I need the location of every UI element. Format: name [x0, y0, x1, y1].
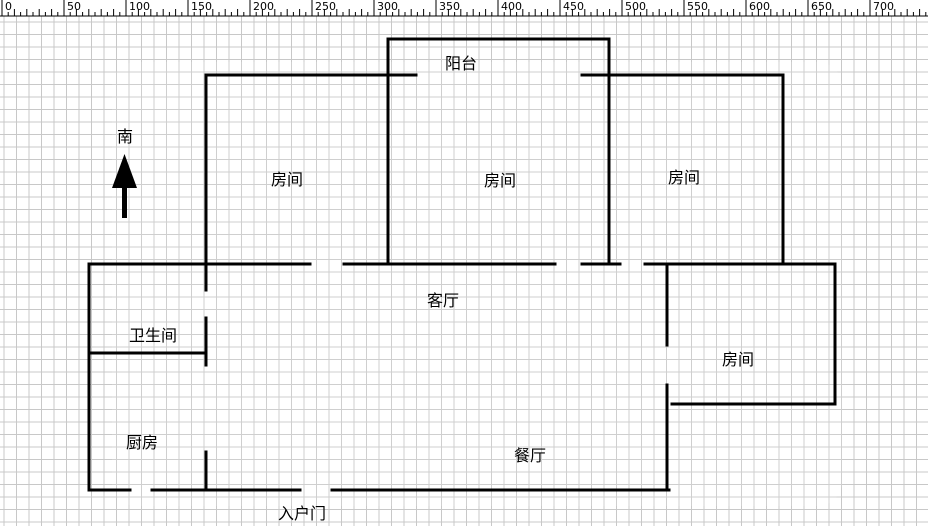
- ruler-label: 700: [873, 0, 894, 13]
- ruler-label: 150: [191, 0, 212, 13]
- compass: 南: [112, 127, 137, 218]
- walls: [87, 37, 837, 492]
- inner-grid: [112, 62, 842, 506]
- ruler-label: 300: [377, 0, 398, 13]
- ruler-label: 600: [749, 0, 770, 13]
- ruler-label: 50: [67, 0, 81, 13]
- label-entrance: 入户门: [278, 504, 326, 523]
- ruler-label: 400: [501, 0, 522, 13]
- label-balcony: 阳台: [445, 54, 477, 73]
- compass-arrow-shaft: [122, 188, 127, 218]
- label-room-right: 房间: [722, 350, 754, 369]
- label-living-room: 客厅: [427, 291, 459, 310]
- label-room-top-center: 房间: [484, 171, 516, 190]
- label-kitchen: 厨房: [126, 433, 158, 452]
- label-room-top-left: 房间: [271, 170, 303, 189]
- ruler-label: 350: [439, 0, 460, 13]
- ruler-label: 550: [687, 0, 708, 13]
- label-bathroom: 卫生间: [129, 326, 177, 345]
- ruler-label: 650: [811, 0, 832, 13]
- compass-arrow-icon: [112, 154, 137, 188]
- compass-label: 南: [117, 127, 133, 146]
- label-room-top-right: 房间: [668, 168, 700, 187]
- ruler-label: 200: [253, 0, 274, 13]
- room-labels: 阳台 房间 房间 房间 客厅 房间 卫生间 厨房 餐厅 入户门: [126, 54, 754, 523]
- ruler-label: 450: [563, 0, 584, 13]
- ruler-labels: 0 50 100 150 200 250 300 350 400 450 500 550 600 650 7…: [5, 0, 894, 13]
- ruler-label: 250: [315, 0, 336, 13]
- top-ruler: 0 50 100 150 200 250 300 350 400 450 500 550 600 650 7…: [0, 0, 928, 17]
- label-dining-room: 餐厅: [514, 446, 546, 465]
- ruler-ticks: [0, 0, 928, 17]
- ruler-label: 100: [129, 0, 150, 13]
- ruler-label: 0: [5, 0, 12, 13]
- ruler-label: 500: [625, 0, 646, 13]
